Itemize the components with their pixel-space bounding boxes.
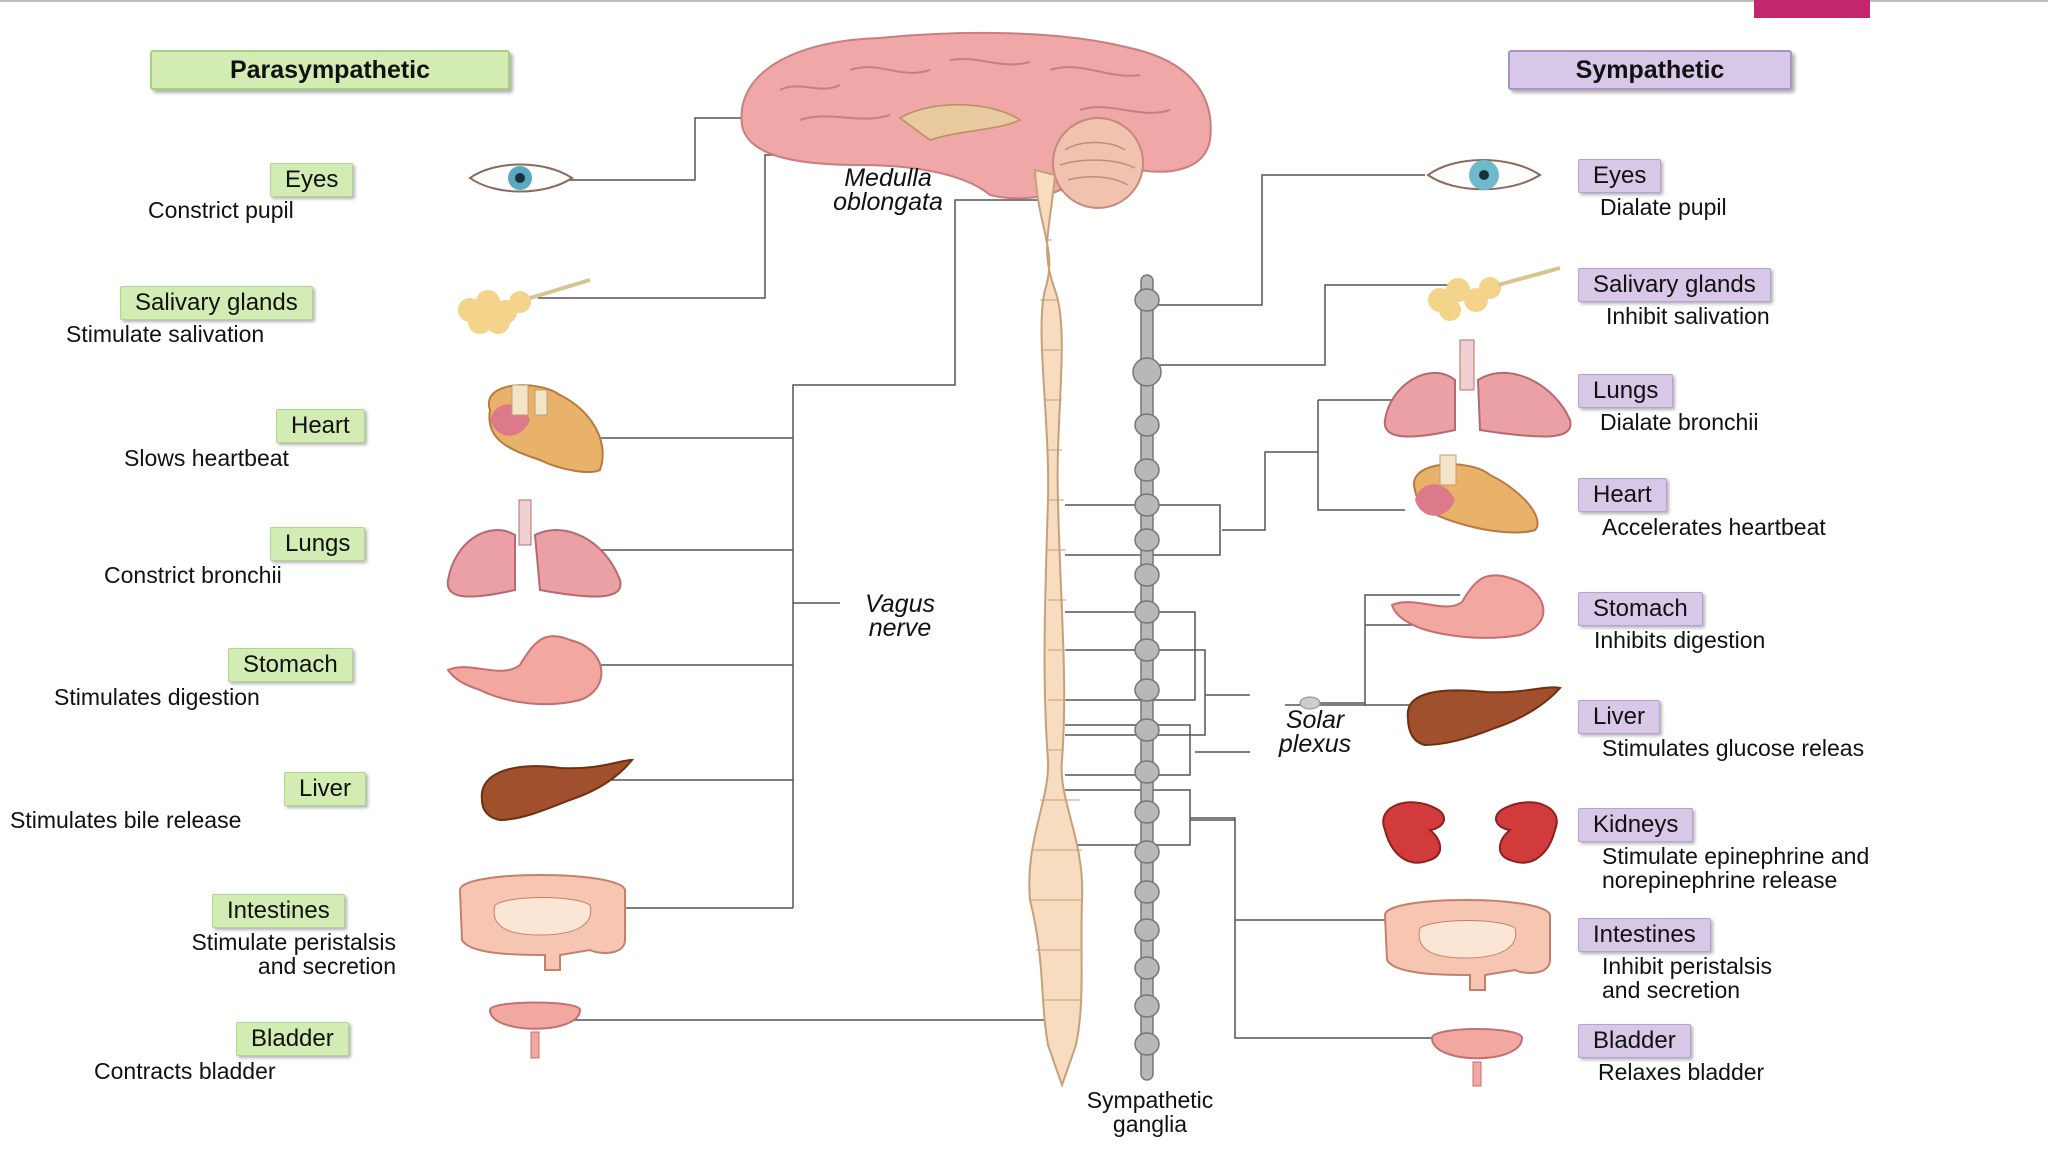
symp-effect-lungs: Dialate bronchii: [1600, 409, 1759, 435]
brain-illustration: [740, 31, 1212, 209]
left-heart-illustration: [487, 384, 604, 473]
symp-effect-liver: Stimulates glucose releas: [1602, 735, 1865, 761]
right-heart-illustration: [1413, 454, 1539, 534]
symp-tag-kidneys: Kidneys: [1578, 808, 1694, 842]
symp-effect-bladder: Relaxes bladder: [1598, 1059, 1765, 1085]
para-effect-stomach: Stimulates digestion: [54, 684, 260, 710]
para-tag-salivary: Salivary glands: [120, 286, 313, 320]
para-effect-salivary: Stimulate salivation: [66, 321, 265, 347]
ganglion-node: [1134, 840, 1160, 864]
left-bladder-illustration: [488, 1001, 582, 1059]
right-lungs-illustration: [1383, 339, 1572, 438]
accent-bar: [1754, 0, 1870, 18]
ganglion-node: [1134, 1032, 1160, 1056]
ganglion-node: [1134, 458, 1160, 482]
right-liver-illustration: [1406, 686, 1562, 747]
right-eye-illustration: [1426, 159, 1542, 191]
symp-effect-kidneys: Stimulate epinephrine and norepinephrine…: [1602, 843, 1870, 893]
parasympathetic-header: Parasympathetic: [150, 50, 510, 90]
medulla-oblongata-label: Medulla oblongata: [833, 164, 943, 216]
para-tag-heart: Heart: [276, 409, 365, 443]
symp-tag-heart: Heart: [1578, 478, 1667, 512]
vagus-nerve-label: Vagus nerve: [865, 590, 935, 642]
symp-effect-intestines: Inhibit peristalsis and secretion: [1602, 953, 1773, 1003]
left-lungs-illustration: [446, 499, 622, 598]
ganglion-node: [1134, 918, 1160, 942]
ganglion-node: [1134, 994, 1160, 1018]
symp-tag-eyes: Eyes: [1578, 159, 1662, 193]
ganglia-nodes: [1132, 288, 1162, 1056]
para-tag-lungs: Lungs: [270, 527, 366, 561]
para-tag-liver: Liver: [284, 772, 367, 806]
para-effect-bladder: Contracts bladder: [94, 1058, 276, 1084]
ganglion-node: [1134, 718, 1160, 742]
symp-effect-eyes: Dialate pupil: [1600, 194, 1727, 220]
sympathetic-header: Sympathetic: [1508, 50, 1792, 90]
symp-tag-liver: Liver: [1578, 700, 1661, 734]
ganglion-node: [1134, 600, 1160, 624]
ganglion-node: [1134, 528, 1160, 552]
ganglion-node: [1134, 956, 1160, 980]
para-effect-lungs: Constrict bronchii: [104, 562, 282, 588]
nerve-connectors: [538, 117, 1460, 1039]
symp-tag-stomach: Stomach: [1578, 592, 1703, 626]
symp-tag-lungs: Lungs: [1578, 374, 1674, 408]
ganglion-node: [1134, 678, 1160, 702]
ganglion-node: [1134, 760, 1160, 784]
para-tag-eyes: Eyes: [270, 163, 354, 197]
ganglion-node: [1134, 493, 1160, 517]
ganglion-node: [1132, 357, 1162, 387]
left-liver-illustration: [480, 758, 635, 822]
para-effect-heart: Slows heartbeat: [124, 445, 289, 471]
left-stomach-illustration: [446, 635, 603, 706]
top-border: [0, 0, 2048, 2]
left-intestines-illustration: [458, 874, 626, 971]
right-bladder-illustration: [1430, 1028, 1524, 1087]
ganglion-node: [1134, 880, 1160, 904]
solar-plexus-label: Solar plexus: [1278, 706, 1352, 758]
right-stomach-illustration: [1390, 574, 1545, 639]
symp-effect-stomach: Inhibits digestion: [1594, 627, 1766, 653]
solar-plexus-node: [1299, 696, 1321, 710]
para-tag-stomach: Stomach: [228, 648, 353, 682]
symp-tag-bladder: Bladder: [1578, 1024, 1691, 1058]
para-tag-bladder: Bladder: [236, 1022, 349, 1056]
symp-tag-salivary: Salivary glands: [1578, 268, 1771, 302]
para-effect-intestines: Stimulate peristalsis and secretion: [191, 929, 396, 979]
ganglion-node: [1134, 413, 1160, 437]
ganglion-node: [1134, 288, 1160, 312]
symp-effect-salivary: Inhibit salivation: [1606, 303, 1770, 329]
right-salivary-illustration: [1428, 266, 1561, 321]
right-intestines-illustration: [1383, 899, 1551, 991]
right-kidneys-illustration: [1382, 801, 1558, 864]
spinal-segments: [1030, 239, 1082, 1001]
spinal-cord: [1028, 168, 1084, 1089]
para-tag-intestines: Intestines: [212, 894, 345, 928]
para-effect-eyes: Constrict pupil: [148, 197, 294, 223]
ganglion-node: [1134, 563, 1160, 587]
para-effect-liver: Stimulates bile release: [10, 807, 242, 833]
symp-tag-intestines: Intestines: [1578, 918, 1711, 952]
left-salivary-illustration: [458, 278, 591, 334]
ganglion-node: [1134, 638, 1160, 662]
symp-effect-heart: Accelerates heartbeat: [1602, 514, 1826, 540]
ganglion-node: [1134, 800, 1160, 824]
sympathetic-ganglia-label: Sympathetic ganglia: [1086, 1087, 1214, 1137]
left-eye-illustration: [468, 163, 574, 193]
